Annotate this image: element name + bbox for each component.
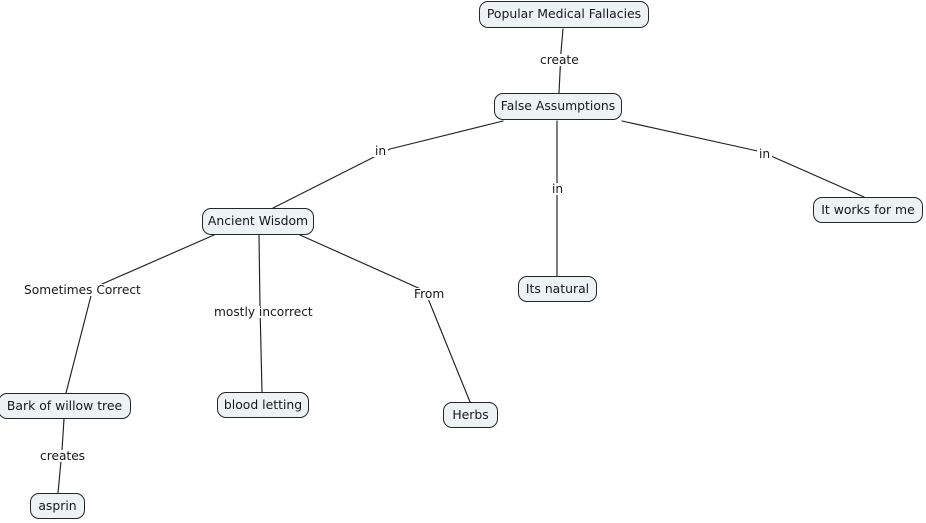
concept-node-bark-of-willow-tree[interactable]: Bark of willow tree: [0, 393, 131, 419]
concept-node-false-assumptions[interactable]: False Assumptions: [494, 93, 622, 120]
edge-line: [272, 120, 504, 209]
concept-node-asprin[interactable]: asprin: [30, 493, 85, 519]
edge-label-edge-mostly-incorrect: mostly incorrect: [212, 305, 315, 319]
concept-node-label: blood letting: [223, 396, 303, 412]
edge-label-edge-in-ancient: in: [373, 144, 389, 158]
edge-line: [299, 234, 471, 403]
concept-node-label: False Assumptions: [500, 98, 616, 114]
concept-node-label: Popular Medical Fallacies: [486, 6, 642, 22]
concept-node-it-works-for-me[interactable]: It works for me: [813, 197, 923, 223]
edge-label-edge-create: create: [538, 53, 581, 67]
concept-node-label: asprin: [38, 497, 77, 513]
edge-label-edge-from: From: [412, 287, 447, 301]
concept-node-popular-medical-fallacies[interactable]: Popular Medical Fallacies: [479, 1, 649, 28]
concept-node-label: Bark of willow tree: [6, 397, 123, 413]
edge-label-edge-creates: creates: [38, 449, 88, 463]
concept-node-label: Herbs: [452, 406, 489, 422]
concept-node-its-natural[interactable]: Its natural: [518, 276, 597, 302]
concept-node-label: Ancient Wisdom: [207, 213, 309, 229]
concept-node-label: Its natural: [525, 280, 590, 296]
concept-node-blood-letting[interactable]: blood letting: [217, 392, 309, 418]
concept-node-ancient-wisdom[interactable]: Ancient Wisdom: [202, 208, 314, 235]
concept-node-label: It works for me: [821, 201, 915, 217]
edge-line: [621, 120, 865, 198]
edge-label-edge-sometimes-correct: Sometimes Correct: [22, 283, 143, 297]
edge-label-edge-in-works: in: [757, 147, 773, 161]
concept-node-herbs[interactable]: Herbs: [443, 402, 498, 428]
edge-line: [65, 234, 215, 394]
edge-label-edge-in-natural: in: [550, 182, 566, 196]
